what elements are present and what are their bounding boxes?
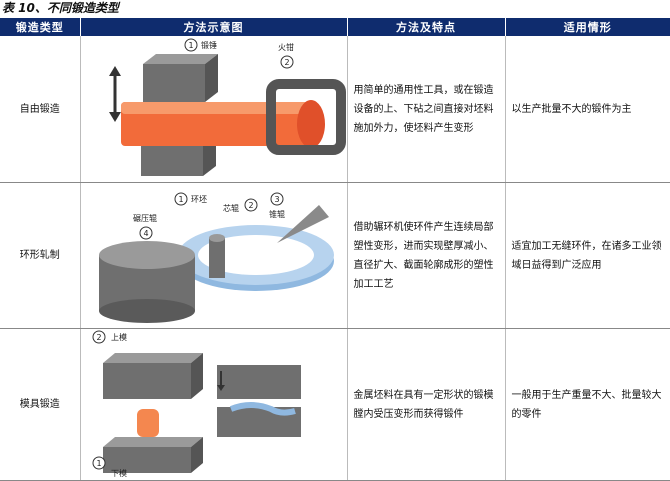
table-row: 模具锻造 <box>0 328 670 481</box>
forging-type-cell: 模具锻造 <box>0 328 81 481</box>
header-diagram: 方法示意图 <box>80 18 348 36</box>
method-cell: 用简单的通用性工具，或在锻造设备的上、下砧之间直接对坯料施加外力，使坯料产生变形 <box>347 36 506 183</box>
forging-hammer <box>142 64 205 102</box>
free-forging-diagram: 1 锻锤 火钳 2 <box>108 38 346 176</box>
diagram-cell: 1 锻锤 火钳 2 <box>80 36 348 183</box>
table-row: 自由锻造 <box>0 36 670 183</box>
label-number: 2 <box>248 201 253 210</box>
label-number: 1 <box>96 459 101 468</box>
label-number: 1 <box>178 195 183 204</box>
ring-rolling-diagram: 4 碾压辊 1 环坯 芯辊 2 3 锥辊 <box>98 192 334 323</box>
table-header-row: 锻造类型 方法示意图 方法及特点 适用情形 <box>0 18 670 36</box>
table-row: 环形轧制 4 <box>0 182 670 329</box>
header-usage: 适用情形 <box>505 18 670 36</box>
diagram-cell: 4 碾压辊 1 环坯 芯辊 2 3 锥辊 <box>80 182 348 329</box>
method-cell: 金属坯料在具有一定形状的锻模膛内受压变形而获得锻件 <box>347 328 506 481</box>
usage-cell: 适宜加工无缝环件，在诸多工业领域日益得到广泛应用 <box>505 182 670 329</box>
usage-cell: 以生产批量不大的锻件为主 <box>505 36 670 183</box>
label-main-roll: 碾压辊 <box>133 213 157 223</box>
forging-type-cell: 自由锻造 <box>0 36 81 183</box>
die-billet <box>136 409 159 437</box>
header-method: 方法及特点 <box>347 18 506 36</box>
method-cell: 借助辗环机使环件产生连续局部塑性变形，进而实现壁厚减小、直径扩大、截面轮廓成形的… <box>347 182 506 329</box>
label-number: 2 <box>96 333 101 342</box>
label-mandrel: 芯辊 <box>223 203 239 213</box>
header-type: 锻造类型 <box>0 18 81 36</box>
label-tongs: 火钳 <box>278 42 294 52</box>
label-lower-die: 下模 <box>111 468 127 478</box>
die-forging-diagram: 2 上模 1 下模 <box>92 330 301 478</box>
tongs <box>265 79 346 155</box>
label-number: 3 <box>274 195 279 204</box>
label-number: 2 <box>284 58 289 67</box>
label-upper-die: 上模 <box>111 332 127 342</box>
forging-types-table: 锻造类型 方法示意图 方法及特点 适用情形 自由锻造 <box>0 18 670 481</box>
table-title: 表 10、不同锻造类型 <box>2 1 119 15</box>
upper-die <box>102 363 191 399</box>
label-number: 4 <box>143 229 148 238</box>
label-number: 1 <box>188 41 193 50</box>
upper-die-right <box>216 365 301 399</box>
label-cone-roll: 锥辊 <box>269 209 285 219</box>
label-ring-blank: 环坯 <box>191 194 207 204</box>
usage-cell: 一般用于生产重量不大、批量较大的零件 <box>505 328 670 481</box>
forging-type-cell: 环形轧制 <box>0 182 81 329</box>
diagram-cell: 2 上模 1 下模 <box>80 328 348 481</box>
mandrel <box>208 238 225 278</box>
lower-die <box>102 447 191 473</box>
cone-roll <box>276 205 329 243</box>
label-hammer: 锻锤 <box>201 40 217 50</box>
